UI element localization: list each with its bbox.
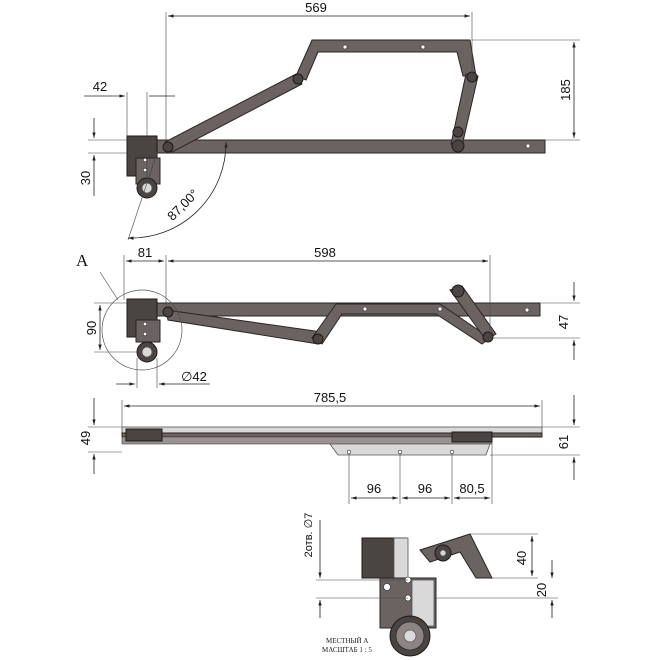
dim-47: 47 — [556, 315, 571, 329]
detail-circle-a — [101, 289, 183, 371]
detail-scale: МАСШТАБ 1 : 5 — [322, 646, 372, 654]
detail-a-view: 2отв. ∅7 40 20 МЕСТНЫЙ А МАСШТАБ 1 : 5 — [303, 513, 558, 657]
dim-20: 20 — [534, 583, 549, 597]
detail-ref-a: A — [76, 251, 89, 270]
bottom-plate — [329, 443, 491, 456]
dim-785-5: 785,5 — [314, 390, 347, 405]
mid-upper-arm — [311, 303, 491, 345]
top-upper-arm — [295, 39, 477, 81]
dim-pitch-80-5: 80,5 — [459, 481, 484, 496]
dim-90: 90 — [84, 321, 99, 335]
dim-61: 61 — [556, 435, 571, 449]
bottom-view: 785,5 49 61 96 96 80,5 — [78, 390, 580, 504]
dim-185: 185 — [558, 79, 573, 101]
middle-view: A 81 598 90 47 ∅42 — [76, 245, 580, 388]
detail-title: МЕСТНЫЙ А — [326, 637, 368, 645]
dim-angle: 87,00° — [164, 186, 201, 223]
detail-arm — [419, 533, 493, 579]
top-view: 569 185 42 30 87,00° — [78, 0, 580, 241]
dim-42: 42 — [93, 79, 107, 94]
dim-569: 569 — [305, 0, 327, 15]
dim-diameter-42: ∅42 — [181, 369, 207, 384]
dim-81: 81 — [138, 245, 152, 260]
dim-40: 40 — [514, 551, 529, 565]
dim-pitch-96-b: 96 — [418, 481, 432, 496]
bottom-bracket — [125, 428, 163, 442]
dim-30: 30 — [78, 171, 93, 185]
dim-598: 598 — [314, 245, 336, 260]
dim-49: 49 — [78, 431, 93, 445]
dim-2-holes: 2отв. ∅7 — [303, 513, 315, 558]
dim-pitch-96-a: 96 — [367, 481, 381, 496]
